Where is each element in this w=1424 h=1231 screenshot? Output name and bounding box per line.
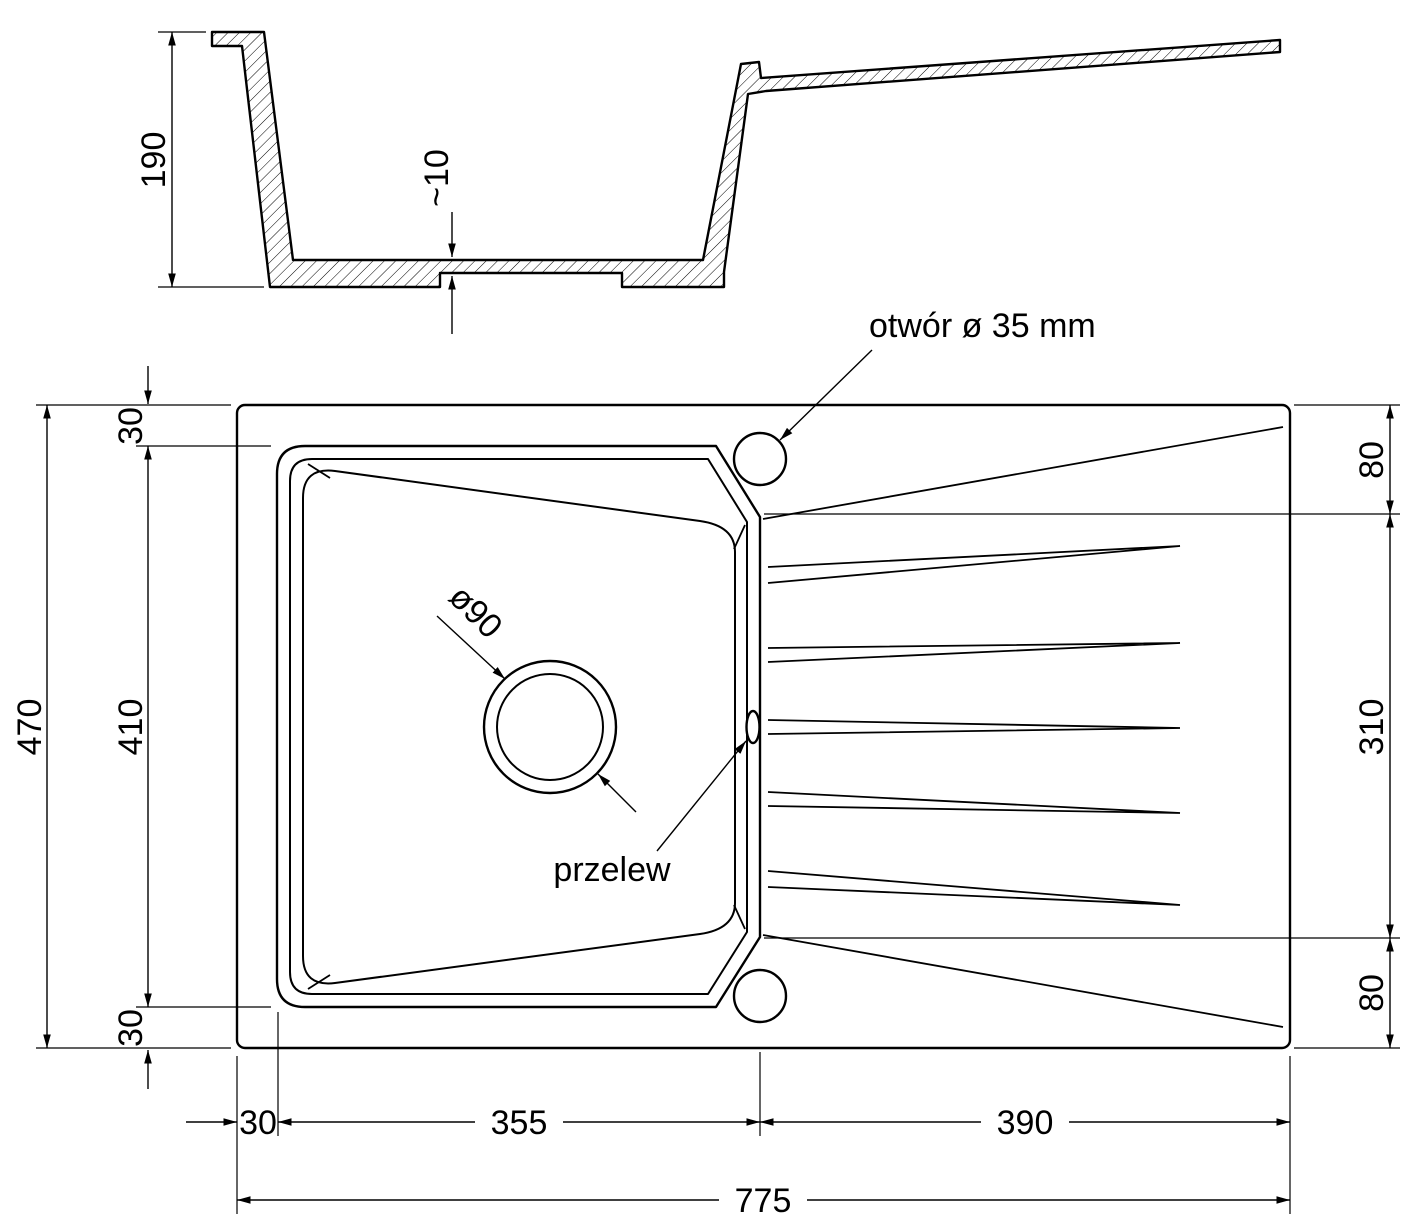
dimension-label: 355 <box>491 1104 548 1142</box>
leader-line <box>656 740 747 852</box>
groove <box>767 791 1181 814</box>
dim-total-height: 470 <box>11 405 51 1048</box>
label-mask <box>981 1102 1069 1142</box>
dimension-label: 470 <box>11 699 49 756</box>
section-view: 190 ~10 <box>135 30 1282 334</box>
wall-edge <box>307 463 331 479</box>
callout-label: otwór ø 35 mm <box>869 307 1096 345</box>
dim-bottom-margin: 30 <box>112 1009 152 1089</box>
dim-basin-width: 355 <box>278 1102 760 1142</box>
groove <box>767 642 1181 663</box>
dimension-label: 30 <box>112 1009 150 1047</box>
overflow-slot <box>745 709 761 745</box>
dimension-label: 390 <box>997 1104 1054 1142</box>
drain-circle-outer <box>482 659 618 795</box>
dimension-label: ~10 <box>418 149 456 207</box>
dimension-label: 30 <box>239 1104 277 1142</box>
faucet-hole <box>732 431 788 487</box>
dim-total-width: 775 <box>237 1180 1290 1220</box>
wall-edge <box>733 904 746 930</box>
right-dimensions: 80 310 80 <box>764 404 1400 1049</box>
dim-right-middle: 310 <box>1353 514 1394 938</box>
sink-section-profile <box>210 30 1282 289</box>
dimension-label: 775 <box>735 1182 792 1220</box>
groove <box>767 545 1181 584</box>
leader-line <box>779 349 873 441</box>
leader-line <box>597 773 637 813</box>
label-mask <box>475 1102 563 1142</box>
drainboard-corner-line <box>762 426 1284 520</box>
groove <box>767 719 1181 735</box>
callout-label: przelew <box>553 851 671 889</box>
label-mask <box>719 1180 807 1220</box>
dim-top-margin: 30 <box>112 366 152 445</box>
wall-edge <box>307 974 331 990</box>
basin-wall-edges <box>307 463 746 990</box>
sink-outline <box>235 403 1292 1050</box>
dimension-label: 410 <box>112 699 150 756</box>
dimension-label: 190 <box>135 132 173 189</box>
drainboard-grooves <box>762 426 1284 1028</box>
dim-basin-height: 410 <box>112 446 152 1007</box>
drain-circle-inner <box>496 673 604 781</box>
groove <box>767 870 1181 906</box>
leader-line <box>436 615 506 680</box>
basin-bottom <box>302 469 736 985</box>
dim-right-bottom: 80 <box>1353 938 1394 1048</box>
callout-label: ø90 <box>441 578 509 646</box>
plan-view: otwór ø 35 mm ø90 przelew <box>235 307 1292 1050</box>
drain-diameter-callout: ø90 <box>436 578 637 813</box>
basin-rim-outer <box>275 444 762 1009</box>
basin-rim-inner <box>289 458 748 995</box>
dim-right-top: 80 <box>1353 405 1394 514</box>
dimension-label: 80 <box>1353 441 1391 479</box>
faucet-hole-callout: otwór ø 35 mm <box>779 307 1096 441</box>
left-dimensions: 470 30 410 30 <box>11 366 271 1089</box>
dimension-label: 30 <box>112 407 150 445</box>
bottom-hole <box>732 968 788 1024</box>
overflow-callout: przelew <box>553 740 747 889</box>
bottom-dimensions: 30 355 390 775 <box>186 1012 1291 1220</box>
dimension-label: 80 <box>1353 974 1391 1012</box>
bottom-thickness-dim: ~10 <box>418 149 456 334</box>
section-height-dim: 190 <box>135 31 264 288</box>
dimension-label: 310 <box>1353 699 1391 756</box>
dim-drainboard-width: 390 <box>760 1102 1290 1142</box>
wall-edge <box>733 524 746 550</box>
drainboard-corner-line <box>762 934 1284 1028</box>
dim-bottom-left-margin: 30 <box>186 1104 277 1142</box>
